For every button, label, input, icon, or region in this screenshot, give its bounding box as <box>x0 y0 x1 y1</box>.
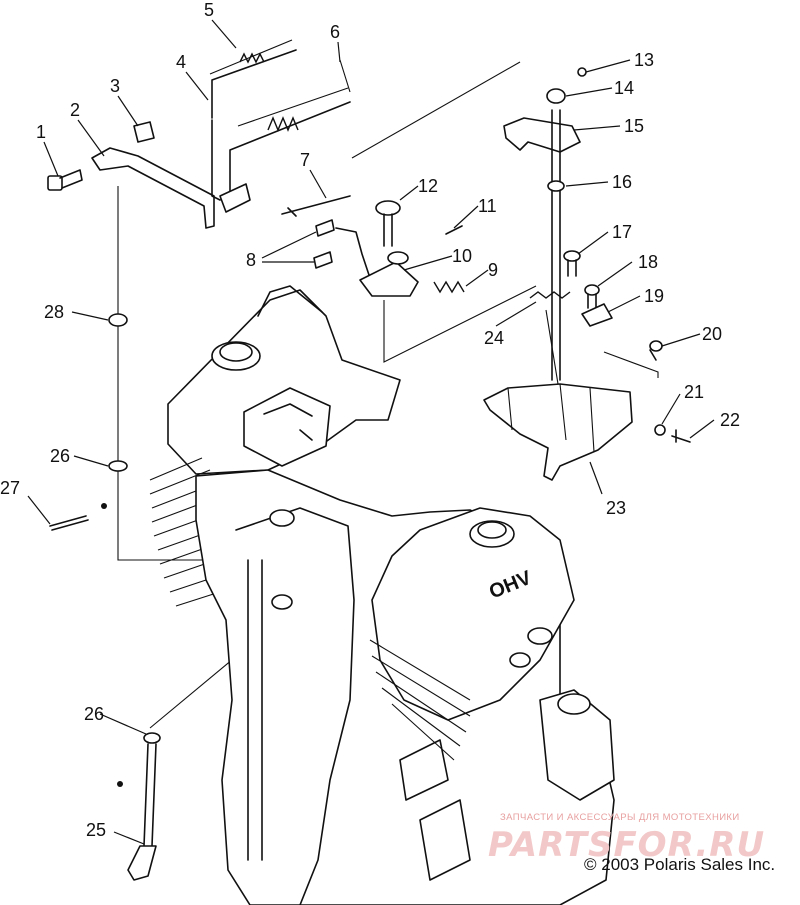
bracket-19 <box>581 303 613 327</box>
clip-3 <box>133 121 155 143</box>
callout-19: 19 <box>644 286 664 306</box>
watermark-logo: PARTSFOR.RU <box>488 825 765 865</box>
guide-line <box>351 61 521 159</box>
throttle-bracket-group <box>47 39 351 229</box>
pin-12 <box>375 200 401 247</box>
callout-25: 25 <box>86 820 106 840</box>
callout-17: 17 <box>612 222 632 242</box>
nut-21 <box>654 424 666 436</box>
spring-24 <box>529 291 571 299</box>
engine-block: OHV <box>149 285 615 905</box>
rod-24 <box>545 309 559 385</box>
spring-5 <box>209 39 293 75</box>
watermark: ЗАПЧАСТИ И АКСЕССУАРЫ ДЛЯ МОТОТЕХНИКИ PA… <box>488 812 765 865</box>
bolt-17 <box>563 250 581 277</box>
callout-28: 28 <box>44 302 64 322</box>
callout-2: 2 <box>70 100 80 120</box>
callout-13: 13 <box>634 50 654 70</box>
callout-22: 22 <box>720 410 740 430</box>
shaft <box>551 109 561 381</box>
screw-11 <box>445 225 463 235</box>
bolt-1 <box>47 169 83 191</box>
washer-28 <box>108 313 128 327</box>
plate-4-flange <box>219 183 251 213</box>
callout-23: 23 <box>606 498 626 518</box>
callout-20: 20 <box>702 324 722 344</box>
callout-8: 8 <box>246 250 256 270</box>
spring-9 <box>433 280 465 294</box>
bracket-2 <box>91 147 215 229</box>
dipstick-25 <box>117 743 157 881</box>
washer-16 <box>547 180 565 192</box>
callout-5: 5 <box>204 0 214 20</box>
callout-11: 11 <box>478 196 497 216</box>
washer-26-lower <box>143 732 161 744</box>
callout-26-upper: 26 <box>50 446 70 466</box>
clip-8 <box>313 219 335 269</box>
copyright-notice: © 2003 Polaris Sales Inc. <box>584 855 775 874</box>
callout-24: 24 <box>484 328 504 348</box>
callout-3: 3 <box>110 76 120 96</box>
screw-18 <box>584 284 600 309</box>
callout-12: 12 <box>418 176 438 196</box>
callout-26-lower: 26 <box>84 704 104 724</box>
bracket-23 <box>483 383 633 481</box>
link-line <box>383 285 537 363</box>
callout-4: 4 <box>176 52 186 72</box>
callout-9: 9 <box>488 260 498 280</box>
callout-15: 15 <box>624 116 644 136</box>
bracket-23-detail <box>507 383 595 453</box>
plate-4 <box>211 49 351 201</box>
plate-10 <box>359 261 419 297</box>
spring-6 <box>237 59 351 132</box>
callout-14: 14 <box>614 78 634 98</box>
nut-14 <box>546 88 566 104</box>
plate-10-hub <box>387 251 409 265</box>
rod-governor <box>335 227 371 279</box>
rod-7 <box>281 195 351 217</box>
bolt-20 <box>649 340 663 361</box>
callout-16: 16 <box>612 172 632 192</box>
callout-27: 27 <box>0 478 20 498</box>
lever-15 <box>503 117 581 153</box>
bolt-22 <box>671 429 691 443</box>
pin-13 <box>577 67 587 77</box>
callout-18: 18 <box>638 252 658 272</box>
link-line-2 <box>603 351 659 378</box>
watermark-subtitle: ЗАПЧАСТИ И АКСЕССУАРЫ ДЛЯ МОТОТЕХНИКИ <box>500 812 740 823</box>
leader-lines <box>27 19 715 845</box>
callout-1: 1 <box>36 122 46 142</box>
governor-group <box>281 61 521 297</box>
callout-21: 21 <box>684 382 704 402</box>
pin-27 <box>49 503 107 531</box>
washer-26-upper <box>108 460 128 472</box>
callout-6: 6 <box>330 22 340 42</box>
callout-10: 10 <box>452 246 472 266</box>
linkage-group <box>383 67 691 481</box>
callout-7: 7 <box>300 150 310 170</box>
callouts: 1 2 3 4 5 6 7 8 9 10 11 12 13 14 15 16 1… <box>0 0 740 840</box>
